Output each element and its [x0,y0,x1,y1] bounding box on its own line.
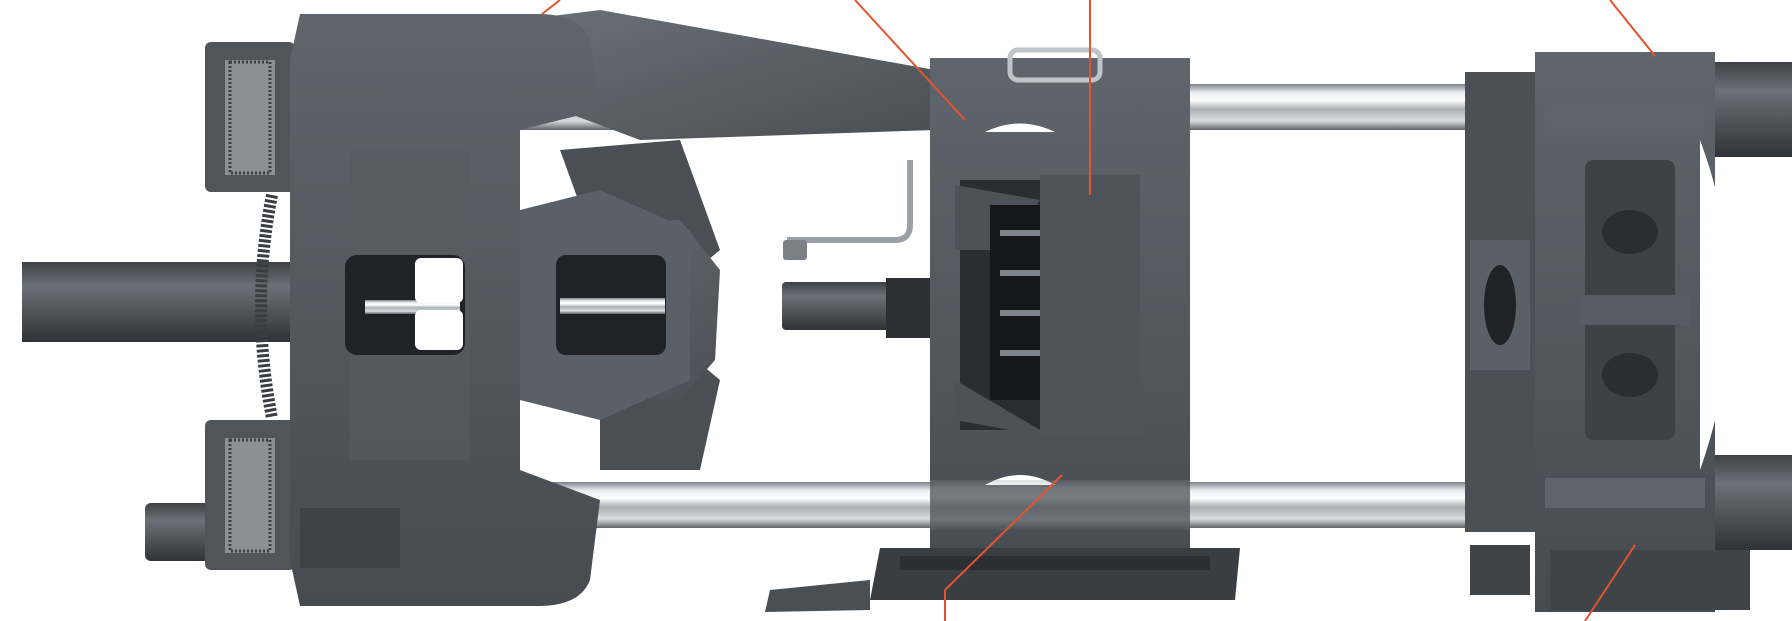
callout-line-moving-platen-bottom [944,474,1063,591]
moving-platen [765,47,1240,612]
fixed-platen [1465,52,1792,612]
callout-lines [541,0,1656,621]
tie-bar-nut-bottom-left [205,420,295,570]
callout-line-rear-platen [541,0,561,15]
callout-line-fixed-platen-base [1584,544,1636,621]
hydraulic-hose [787,160,913,250]
rear-cylinder [22,262,322,342]
rear-platen [290,14,690,606]
drive-gear-ring [255,193,278,420]
callout-line-fixed-platen-top [1609,0,1656,57]
toggle-link-upper [520,10,935,140]
callout-line-moving-platen-top [854,0,966,121]
tie-bar-nut-top-left [205,42,295,192]
